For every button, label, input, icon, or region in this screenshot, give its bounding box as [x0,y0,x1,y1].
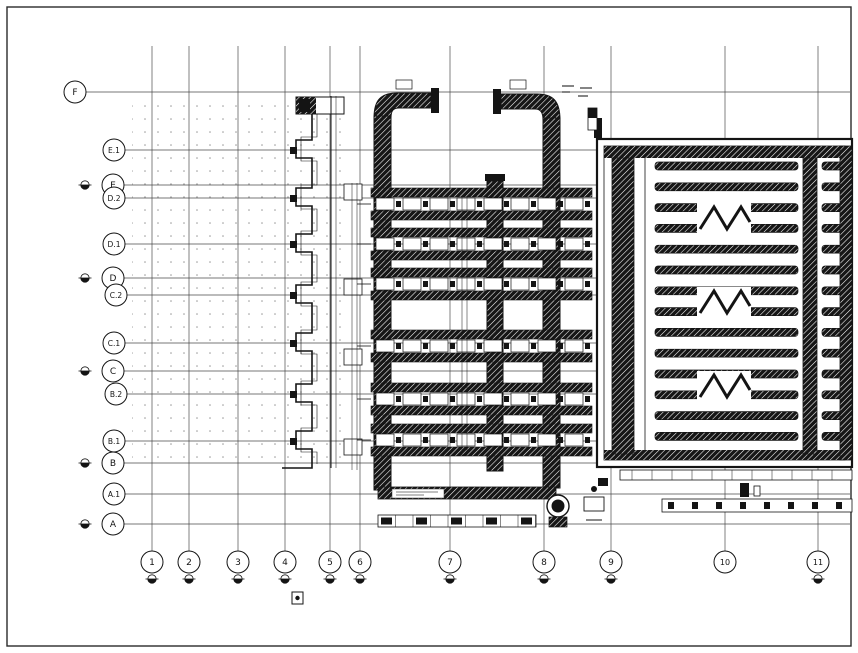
duct-riser-elbow-2 [500,93,561,121]
grid-label: A [110,520,117,530]
grid-label: 8 [541,558,547,568]
duct-band-4 [357,329,593,363]
datum-marker-icon [182,574,196,584]
grid-label: B.2 [110,390,123,399]
grid-label: 7 [447,558,453,568]
grid-label: 10 [720,558,730,567]
grid-label: 6 [357,558,363,568]
ahu-inlet-mark [594,118,602,138]
grid-bubble-7: 7 [438,550,462,574]
datum-marker-icon [145,574,159,584]
grid-bubble-8: 8 [532,550,556,574]
duct-band-5 [357,382,593,416]
grid-bubble-B: B [101,451,125,475]
ahu-left-plenum [611,157,635,455]
grid-bubble-3: 3 [226,550,250,574]
duct-band-3 [357,267,593,301]
datum-marker-icon [78,366,92,376]
duct-end-cap [485,174,505,181]
grid-label: 1 [149,558,155,568]
chevron-connector [698,204,752,232]
grid-bubble-2: 2 [177,550,201,574]
grid-bubble-6: 6 [348,550,372,574]
datum-marker-icon [78,273,92,283]
grid-label: C.1 [108,339,121,348]
grid-bubble-D.2: D.2 [102,186,126,210]
annotation-marks [562,85,598,131]
grid-label: C [110,367,116,377]
grid-label: 9 [608,558,614,568]
grid-bubble-D.1: D.1 [102,232,126,256]
grid-label: F [72,88,77,98]
grid-bubble-10: 10 [713,550,737,574]
duct-band-6 [357,423,593,457]
duct-band-2 [357,227,593,261]
datum-marker-icon [353,574,367,584]
grid-label: 2 [186,558,192,568]
grid-label: D.1 [108,240,121,249]
datum-marker-icon [78,180,92,190]
grid-bubble-B.1: B.1 [102,429,126,453]
grid-label: D [110,274,117,284]
grid-label: D.2 [108,194,121,203]
grid-bubble-F: F [63,80,87,104]
grid-bubble-C.1: C.1 [102,331,126,355]
datum-marker-icon [604,574,618,584]
grid-bubbles: F E.1E D.2D.1D C.2C.1C B.2B.1B A.1A 1 2 3 4 5 6 7 8 9 1… [63,80,830,584]
grid-bubble-11: 11 [806,550,830,574]
datum-marker-icon [78,458,92,468]
duct-end-cap [431,88,439,113]
air-handling-unit [594,118,854,513]
datum-marker-icon [537,574,551,584]
datum-marker-icon [278,574,292,584]
datum-marker-icon [78,519,92,529]
grid-bubble-9: 9 [599,550,623,574]
grid-label: 11 [813,558,823,567]
duct-riser-elbow-1 [373,92,432,119]
grid-label: B [110,459,116,469]
grid-label: B.1 [108,437,121,446]
grid-label: 4 [282,558,288,568]
grid-bubble-C.2: C.2 [104,283,128,307]
grid-label: A.1 [108,490,120,499]
grid-bubble-E.1: E.1 [102,138,126,162]
grid-bubble-1: 1 [140,550,164,574]
ahu-lower-strip [661,498,853,513]
duct-end-cap [493,89,501,114]
grid-bubble-A: A [101,512,125,536]
stepped-wall-outline [282,114,313,469]
grid-label: 5 [327,558,333,568]
chevron-connector [698,288,752,316]
duct-band-1 [357,187,593,221]
grid-bubble-B.2: B.2 [104,382,128,406]
grid-label: E.1 [108,146,120,155]
datum-marker-icon [323,574,337,584]
grid-bubble-A.1: A.1 [102,482,126,506]
grid-label: C.2 [110,291,123,300]
equipment-box [583,496,605,512]
chevron-connector [698,372,752,400]
bottom-equipment-strip [377,514,537,528]
grid-label: 3 [235,558,241,568]
ahu-base-strip [619,469,853,481]
datum-marker-icon [231,574,245,584]
grid-bubble-4: 4 [273,550,297,574]
datum-marker-icon [443,574,457,584]
grid-bubble-D: D [101,266,125,290]
grid-bubble-C: C [101,359,125,383]
grid-label: E [110,181,116,191]
datum-marker-icon [811,574,825,584]
mechanical-linework [282,79,854,605]
stepped-wall [282,96,363,470]
bottom-duct-run [377,486,570,528]
ahu-right-plenum [802,157,818,455]
grid-bubble-5: 5 [318,550,342,574]
